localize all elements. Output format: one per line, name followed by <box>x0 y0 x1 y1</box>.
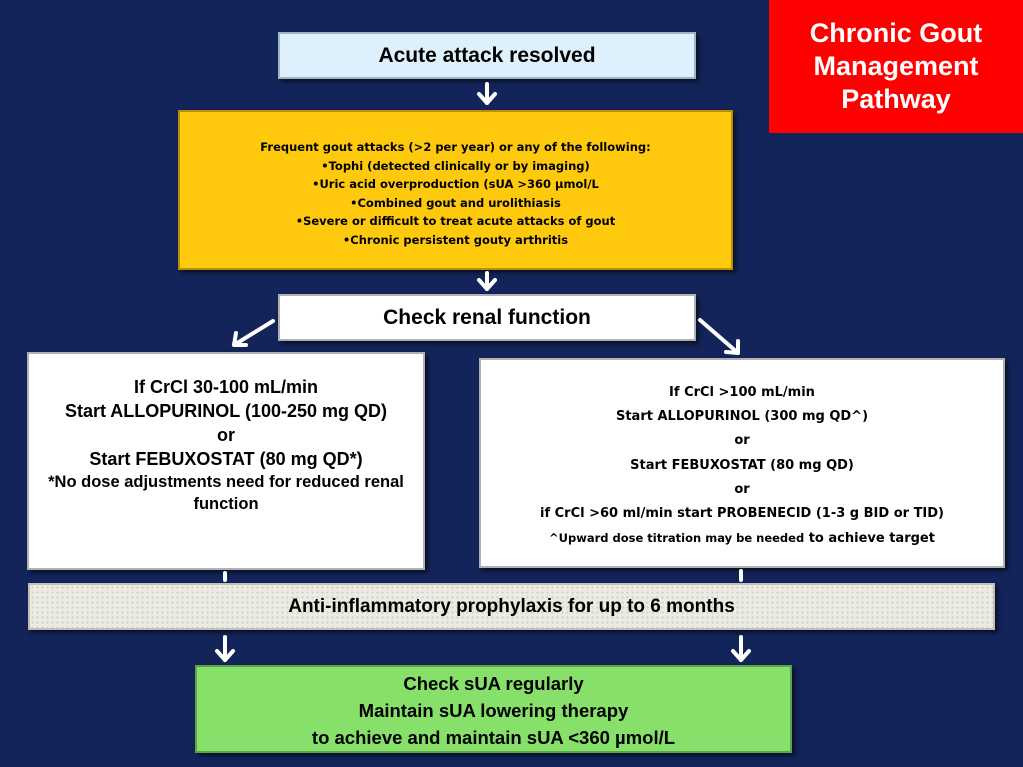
left-branch-line: Start FEBUXOSTAT (80 mg QD*) <box>89 449 363 469</box>
arrow-criteria-to-renal <box>477 271 497 291</box>
monitoring-line: to achieve and maintain sUA <360 µmol/L <box>311 727 676 748</box>
renal-check-box: Check renal function <box>278 294 696 341</box>
title-line-3: Pathway <box>841 84 951 114</box>
left-branch-box: If CrCl 30-100 mL/min Start ALLOPURINOL … <box>27 352 425 570</box>
right-branch-note-normal: to achieve target <box>804 531 935 547</box>
criteria-item: •Chronic persistent gouty arthritis <box>342 232 569 247</box>
arrow-renal-to-right <box>698 318 740 355</box>
right-branch-line: Start FEBUXOSTAT (80 mg QD) <box>630 457 854 473</box>
arrow-left-to-monitoring <box>215 571 235 662</box>
left-branch-line: Start ALLOPURINOL (100-250 mg QD) <box>64 401 388 421</box>
right-branch-note: ^Upward dose titration may be needed to … <box>481 526 1003 551</box>
right-branch-line: if CrCl >60 ml/min start PROBENECID (1-3… <box>539 506 944 522</box>
right-branch-note-small: ^Upward dose titration may be needed <box>549 531 805 546</box>
criteria-item: •Uric acid overproduction (sUA >360 µmol… <box>312 177 599 191</box>
right-branch-line: Start ALLOPURINOL (300 mg QD^) <box>615 409 869 425</box>
left-branch-note: *No dose adjustments need for reduced re… <box>48 473 404 513</box>
right-branch-line: If CrCl >100 mL/min <box>669 385 815 400</box>
title-line-1: Chronic Gout <box>809 18 983 48</box>
pathway-title: Chronic Gout Management Pathway <box>769 0 1023 133</box>
right-branch-box: If CrCl >100 mL/min Start ALLOPURINOL (3… <box>479 358 1005 568</box>
criteria-intro: Frequent gout attacks (>2 per year) or a… <box>260 140 651 154</box>
arrow-right-to-monitoring <box>731 569 751 662</box>
right-branch-line: or <box>734 481 750 497</box>
monitoring-line: Maintain sUA lowering therapy <box>358 700 629 721</box>
left-branch-line: or <box>217 425 235 445</box>
criteria-box: Frequent gout attacks (>2 per year) or a… <box>178 110 733 270</box>
criteria-item: •Tophi (detected clinically or by imagin… <box>321 158 590 173</box>
acute-attack-box: Acute attack resolved <box>278 32 696 79</box>
monitoring-box: Check sUA regularly Maintain sUA lowerin… <box>195 665 792 753</box>
prophylaxis-box: Anti-inflammatory prophylaxis for up to … <box>28 583 995 630</box>
criteria-item: •Combined gout and urolithiasis <box>350 195 561 210</box>
left-branch-line: If CrCl 30-100 mL/min <box>133 377 319 397</box>
arrow-acute-to-criteria <box>477 82 497 105</box>
title-line-2: Management <box>813 51 979 81</box>
monitoring-line: Check sUA regularly <box>403 673 584 694</box>
criteria-item: •Severe or difficult to treat acute atta… <box>295 214 616 228</box>
arrow-renal-to-left <box>232 319 275 347</box>
right-branch-line: or <box>734 433 750 449</box>
